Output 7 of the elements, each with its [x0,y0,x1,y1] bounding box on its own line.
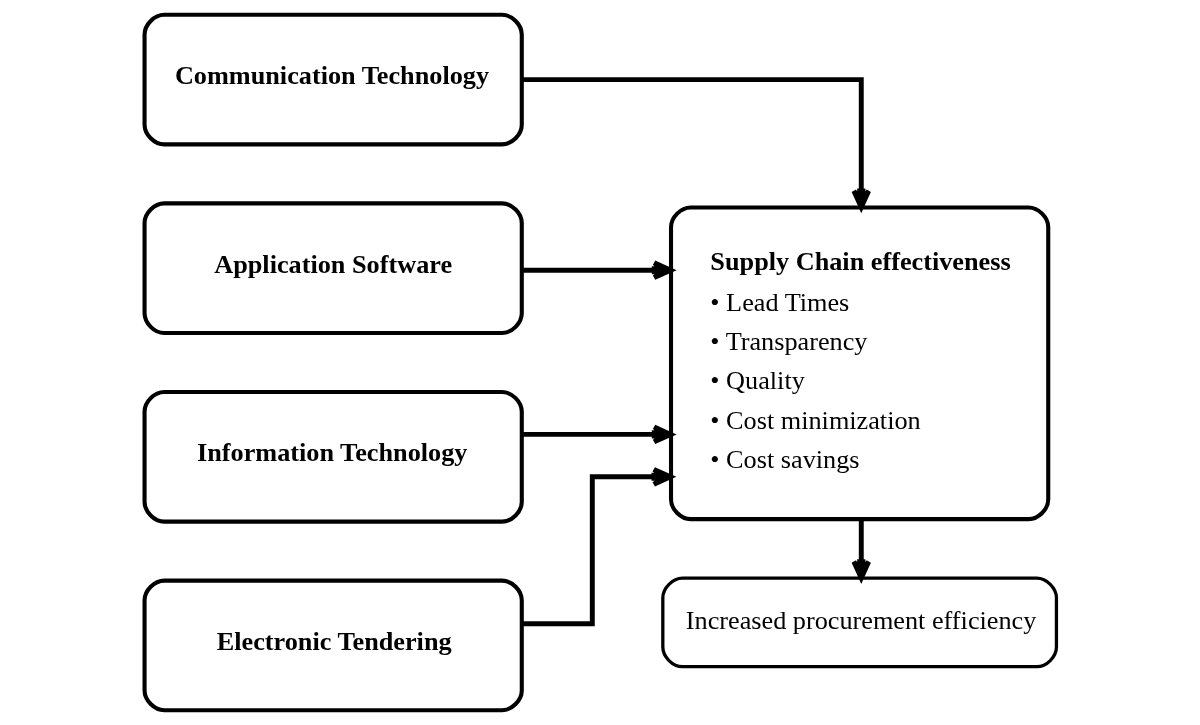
node-box: Electronic Tendering [142,578,524,713]
node-box: Application Software [142,201,524,336]
node-box: Increased procurement efficiency [660,576,1058,669]
arrow [850,519,871,581]
node-box: Information Technology [142,389,524,524]
node-box: Communication Technology [142,12,524,147]
node-box: Supply Chain effectiveness • Lead Times • Transparency • Quality • Cost minimization • Cost savings [668,205,1050,522]
